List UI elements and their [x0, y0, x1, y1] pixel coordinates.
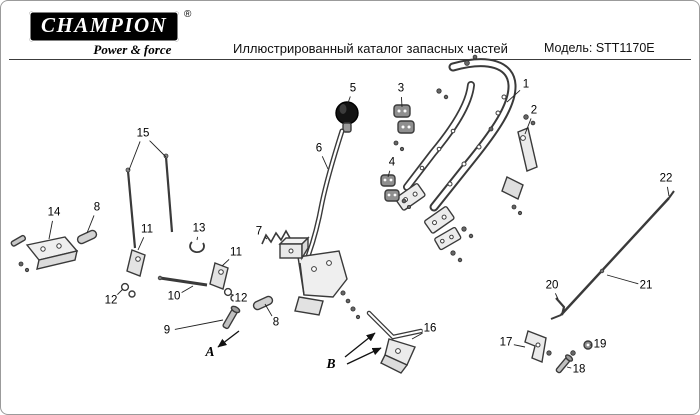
part-11-bracket — [126, 249, 146, 277]
part-19-nut — [583, 340, 593, 350]
part-14-bracket — [25, 236, 79, 270]
part-bolt — [10, 234, 27, 247]
part-5-knob — [335, 101, 359, 133]
part-handlebar — [403, 58, 517, 212]
part-8-pin — [76, 229, 98, 245]
part-7-spring — [261, 229, 291, 245]
part-16-lever — [366, 310, 424, 374]
champion-logo: CHAMPION ® Power & force — [29, 9, 191, 58]
catalog-title: Иллюстрированный каталог запасных частей — [233, 41, 508, 56]
brand-tagline: Power & force — [93, 42, 172, 57]
part-13-clip — [189, 241, 205, 254]
part-6-shift-lever — [304, 128, 345, 262]
part-switch-box — [278, 236, 310, 261]
part-4-clamps — [380, 174, 400, 202]
part-21-rod — [550, 190, 675, 320]
part-shift-bracket — [294, 250, 348, 316]
champion-logo-box: CHAMPION — [29, 11, 180, 42]
part-18-bolt — [555, 354, 574, 374]
callout-leader-lines — [48, 89, 670, 369]
part-15-rods — [125, 153, 174, 249]
brand-name: CHAMPION — [41, 13, 168, 37]
model-label: Модель: STT1170E — [544, 41, 655, 55]
registered-trademark-mark: ® — [183, 9, 192, 20]
part-8-pin — [252, 295, 274, 311]
part-17-bracket — [524, 330, 547, 363]
header-divider — [9, 59, 691, 60]
section-arrows — [217, 330, 382, 365]
part-2-bracket — [501, 127, 538, 200]
part-3-clamps — [393, 104, 415, 134]
part-9-bolt — [222, 305, 241, 330]
small-fasteners — [18, 54, 576, 356]
part-handle-mounts — [395, 183, 462, 251]
part-11-bracket — [209, 262, 229, 290]
part-10-rod — [157, 275, 208, 287]
